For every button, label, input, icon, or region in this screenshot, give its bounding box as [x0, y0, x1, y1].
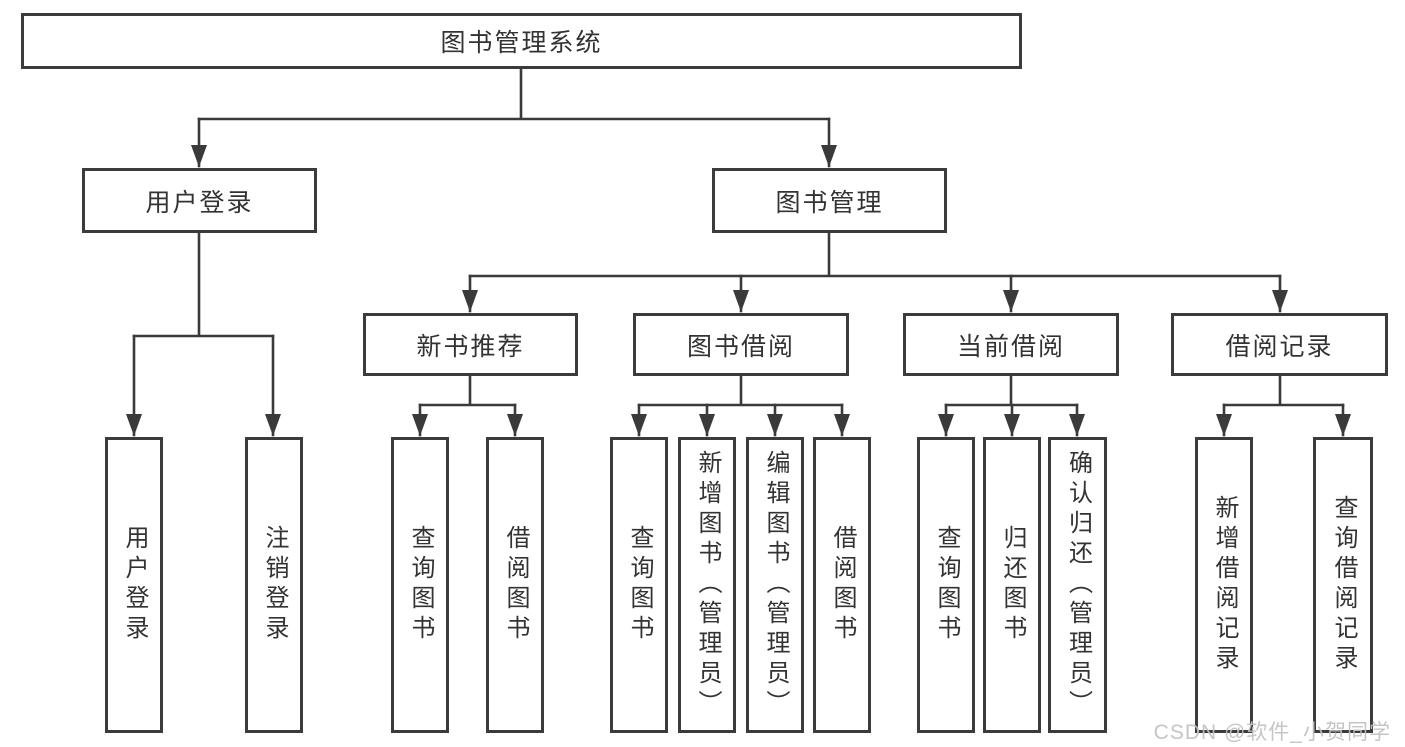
leaf-query-book-1-label: 查询图书	[407, 525, 434, 645]
leaf-query-book-2-label: 查询图书	[626, 525, 653, 645]
leaf-add-borrow-record-label: 新增借阅记录	[1211, 495, 1238, 675]
node-current-borrow-label: 当前借阅	[956, 332, 1065, 361]
node-user-login: 用户登录	[82, 168, 317, 233]
node-root: 图书管理系统	[21, 13, 1022, 69]
node-borrow-record-label: 借阅记录	[1225, 332, 1334, 361]
leaf-query-book-3: 查询图书	[917, 437, 975, 733]
node-book-borrow: 图书借阅	[633, 313, 849, 376]
leaf-borrow-book-2: 借阅图书	[813, 437, 871, 733]
leaf-add-book-admin: 新增图书（管理员）	[678, 437, 736, 733]
node-book-borrow-label: 图书借阅	[686, 332, 795, 361]
leaf-add-book-admin-label: 新增图书（管理员）	[694, 450, 721, 720]
node-new-book-recommend-label: 新书推荐	[416, 332, 525, 361]
leaf-logout: 注销登录	[245, 437, 303, 733]
leaf-edit-book-admin-label: 编辑图书（管理员）	[762, 450, 789, 720]
node-user-login-label: 用户登录	[145, 188, 254, 217]
leaf-user-login-label: 用户登录	[121, 525, 148, 645]
node-current-borrow: 当前借阅	[903, 313, 1119, 376]
leaf-user-login: 用户登录	[105, 437, 163, 733]
node-book-management: 图书管理	[712, 168, 947, 233]
node-borrow-record: 借阅记录	[1171, 313, 1388, 376]
leaf-query-book-2: 查询图书	[610, 437, 668, 733]
watermark: CSDN @软件_小贺同学	[1153, 721, 1391, 744]
node-new-book-recommend: 新书推荐	[363, 313, 578, 376]
leaf-edit-book-admin: 编辑图书（管理员）	[746, 437, 804, 733]
leaf-borrow-book-1-label: 借阅图书	[502, 525, 529, 645]
node-book-management-label: 图书管理	[775, 188, 884, 217]
leaf-query-book-1: 查询图书	[391, 437, 449, 733]
leaf-return-book-label: 归还图书	[999, 525, 1026, 645]
leaf-confirm-return-admin: 确认归还（管理员）	[1048, 437, 1107, 733]
leaf-borrow-book-2-label: 借阅图书	[829, 525, 856, 645]
leaf-logout-label: 注销登录	[261, 525, 288, 645]
leaf-return-book: 归还图书	[983, 437, 1041, 733]
leaf-query-borrow-record-label: 查询借阅记录	[1330, 495, 1357, 675]
node-root-label: 图书管理系统	[440, 29, 603, 57]
leaf-add-borrow-record: 新增借阅记录	[1195, 437, 1253, 733]
leaf-query-book-3-label: 查询图书	[933, 525, 960, 645]
leaf-query-borrow-record: 查询借阅记录	[1313, 437, 1373, 733]
leaf-confirm-return-admin-label: 确认归还（管理员）	[1064, 450, 1092, 720]
leaf-borrow-book-1: 借阅图书	[486, 437, 544, 733]
